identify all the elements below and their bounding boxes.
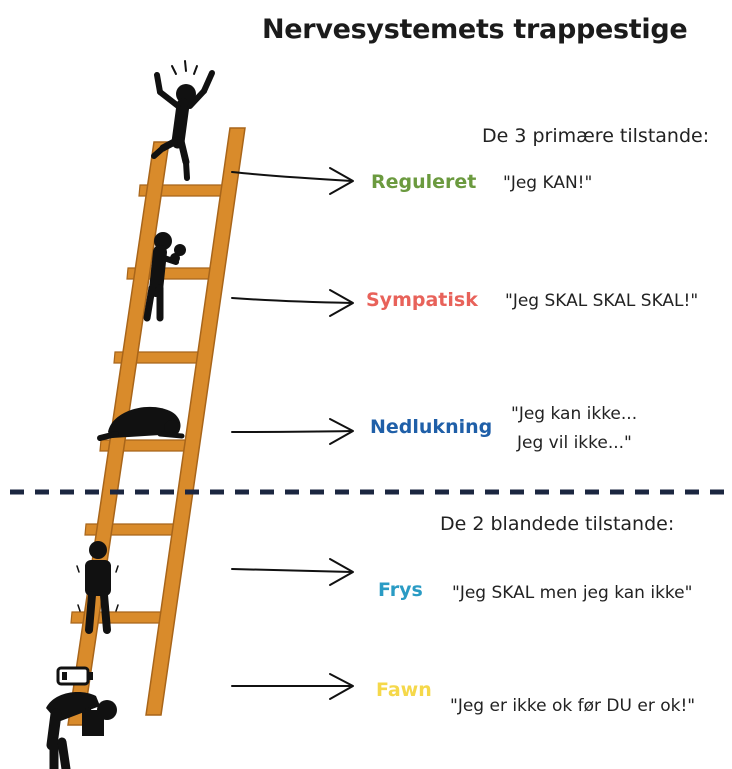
page-title: Nervesystemets trappestige <box>262 14 688 45</box>
primary-states-heading: De 3 primære tilstande: <box>482 125 710 147</box>
arrow-right-icon <box>231 558 354 586</box>
person-jumping-icon <box>151 60 215 181</box>
state-quote-nedlukning-line2: Jeg vil ikke..." <box>517 433 632 453</box>
state-quote-fawn: "Jeg er ikke ok før DU er ok!" <box>450 696 696 716</box>
state-quote-reguleret: "Jeg KAN!" <box>503 173 593 193</box>
state-quote-frys: "Jeg SKAL men jeg kan ikke" <box>452 583 693 603</box>
arrow-right-icon <box>231 289 354 317</box>
person-curled-up-icon <box>97 406 185 441</box>
state-quote-nedlukning-line1: "Jeg kan ikke... <box>511 404 638 424</box>
state-label-frys: Frys <box>378 579 423 601</box>
arrow-right-icon <box>231 673 354 700</box>
low-battery-icon <box>56 666 93 686</box>
person-bowing-icon <box>46 692 117 769</box>
state-label-sympatisk: Sympatisk <box>366 289 478 311</box>
arrow-right-icon <box>231 418 354 445</box>
person-frozen-icon <box>76 541 119 634</box>
state-quote-sympatisk: "Jeg SKAL SKAL SKAL!" <box>505 291 699 311</box>
person-boxing-icon <box>143 232 186 322</box>
state-label-fawn: Fawn <box>376 679 432 701</box>
state-label-nedlukning: Nedlukning <box>370 416 493 438</box>
mixed-states-heading: De 2 blandede tilstande: <box>440 513 675 535</box>
arrows <box>231 167 354 700</box>
state-label-reguleret: Reguleret <box>371 171 477 193</box>
ladder-right-rail <box>145 127 246 716</box>
arrow-right-icon <box>231 167 354 195</box>
